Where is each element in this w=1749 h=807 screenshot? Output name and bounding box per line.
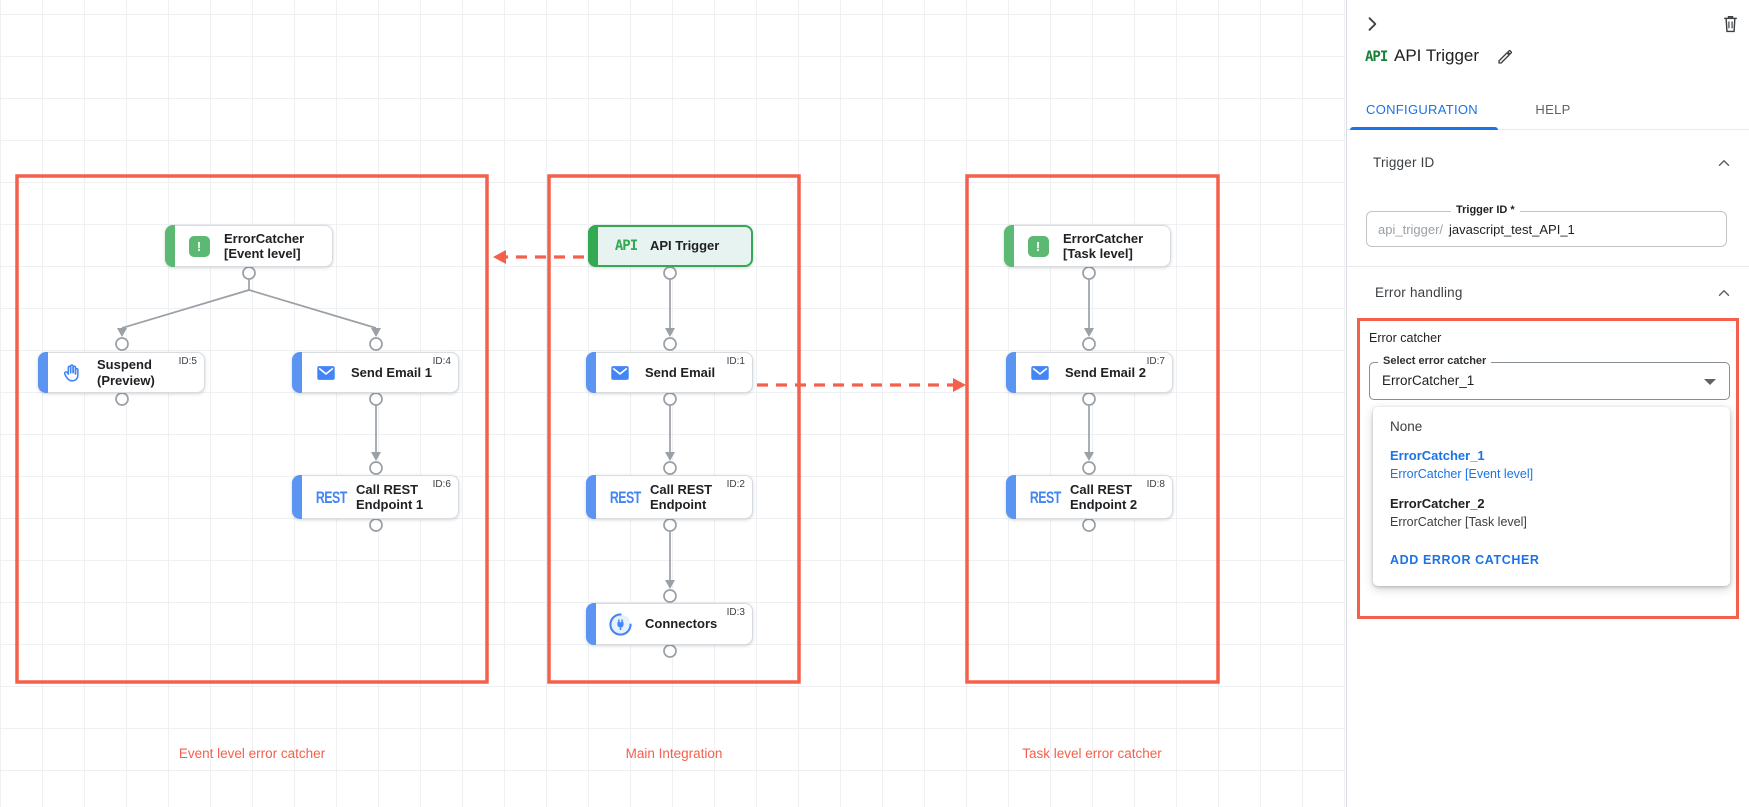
node-accent-bar [586, 603, 596, 645]
mail-icon [1028, 361, 1052, 385]
trigger-id-value: javascript_test_API_1 [1449, 221, 1575, 237]
config-panel: API API Trigger CONFIGURATION HELP Trigg… [1346, 0, 1749, 807]
task-id-badge: ID:4 [432, 356, 451, 367]
node-label: Connectors [645, 616, 718, 632]
task-id-badge: ID:8 [1146, 479, 1165, 490]
region-label-task-level: Task level error catcher [1022, 746, 1162, 761]
menu-item-errorcatcher-2-subtitle[interactable]: ErrorCatcher [Task level] [1390, 515, 1527, 529]
node-send-email-1[interactable]: Send Email 1 ID:4 [292, 352, 459, 393]
node-accent-bar [292, 352, 302, 393]
task-id-badge: ID:1 [726, 356, 745, 367]
trigger-id-field[interactable]: Trigger ID * api_trigger/ javascript_tes… [1366, 204, 1727, 247]
task-id-badge: ID:3 [726, 607, 745, 618]
node-accent-bar [586, 352, 596, 393]
integration-canvas[interactable]: ! ErrorCatcher[Event level] Suspend(Prev… [0, 0, 1346, 807]
node-accent-bar [1006, 352, 1016, 393]
tab-configuration[interactable]: CONFIGURATION [1366, 102, 1478, 117]
node-label: Suspend(Preview) [97, 357, 155, 388]
node-label: Send Email [645, 364, 716, 380]
section-header-error-handling: Error handling [1375, 285, 1463, 300]
node-label: API Trigger [650, 238, 720, 254]
mail-icon [608, 361, 632, 385]
api-trigger-badge-icon: API [1365, 49, 1388, 65]
panel-tabs: CONFIGURATION HELP [1347, 95, 1749, 130]
region-label-main-integration: Main Integration [625, 746, 723, 761]
node-suspend[interactable]: Suspend(Preview) ID:5 [38, 352, 205, 393]
edit-pencil-icon[interactable] [1496, 48, 1516, 68]
menu-item-errorcatcher-1-title[interactable]: ErrorCatcher_1 [1390, 448, 1485, 463]
menu-item-errorcatcher-1-subtitle[interactable]: ErrorCatcher [Event level] [1390, 467, 1534, 481]
node-label: ErrorCatcher[Task level] [1063, 230, 1144, 261]
node-send-email[interactable]: Send Email ID:1 [586, 352, 753, 393]
section-divider [1347, 266, 1749, 267]
collapse-section-chevron-up-icon[interactable] [1715, 154, 1733, 172]
node-label: ErrorCatcher[Event level] [224, 230, 305, 261]
rest-icon: REST [315, 487, 347, 507]
menu-item-errorcatcher-2-title[interactable]: ErrorCatcher_2 [1390, 496, 1485, 511]
add-error-catcher-button[interactable]: ADD ERROR CATCHER [1390, 553, 1540, 567]
hand-icon [60, 361, 84, 385]
node-accent-bar [165, 225, 175, 267]
task-group-arrowheads [1084, 328, 1094, 461]
node-accent-bar [292, 475, 302, 519]
node-accent-bar [38, 352, 48, 393]
region-label-event-level: Event level error catcher [178, 746, 326, 761]
mail-icon [314, 361, 338, 385]
node-label: Send Email 2 [1065, 364, 1146, 380]
tab-help[interactable]: HELP [1535, 102, 1571, 117]
node-label: Send Email 1 [351, 364, 432, 380]
panel-title: API Trigger [1394, 46, 1480, 65]
select-value: ErrorCatcher_1 [1382, 373, 1475, 388]
canvas-overlay [15, 174, 1220, 684]
dropdown-arrow-icon [1704, 379, 1716, 385]
task-id-badge: ID:6 [432, 479, 451, 490]
active-tab-underline [1350, 127, 1498, 130]
delete-trash-icon[interactable] [1721, 13, 1741, 33]
collapse-section-chevron-up-icon[interactable] [1715, 284, 1733, 302]
connector-ports[interactable] [115, 266, 1096, 658]
error-catcher-select[interactable]: Select error catcher ErrorCatcher_1 [1369, 355, 1730, 400]
menu-item-none[interactable]: None [1390, 419, 1423, 434]
task-id-badge: ID:7 [1146, 356, 1165, 367]
task-id-badge: ID:2 [726, 479, 745, 490]
rest-icon: REST [1029, 487, 1061, 507]
section-header-trigger-id: Trigger ID [1373, 155, 1435, 170]
rest-icon: REST [609, 487, 641, 507]
dashed-arrow-to-event-catcher [493, 250, 584, 264]
node-errorcatcher-event[interactable]: ! ErrorCatcher[Event level] [165, 225, 333, 267]
node-api-trigger[interactable]: API API Trigger [588, 225, 753, 267]
collapse-panel-icon[interactable] [1362, 14, 1382, 34]
node-accent-bar [588, 225, 598, 267]
error-catcher-group-label: Error catcher [1369, 331, 1442, 345]
api-trigger-icon: API [614, 238, 638, 254]
node-send-email-2[interactable]: Send Email 2 ID:7 [1006, 352, 1173, 393]
event-group-arrowheads [117, 328, 381, 461]
error-catcher-icon: ! [187, 234, 211, 258]
node-accent-bar [586, 475, 596, 519]
error-catcher-icon: ! [1026, 234, 1050, 258]
node-accent-bar [1004, 225, 1014, 267]
error-catcher-highlight-box: Error catcher Select error catcher Error… [1357, 318, 1739, 619]
dashed-arrow-to-task-catcher [757, 378, 966, 392]
trigger-id-field-label: Trigger ID * [1451, 204, 1520, 216]
node-connectors[interactable]: Connectors ID:3 [586, 603, 753, 645]
connectors-icon [608, 612, 632, 636]
trigger-id-prefix: api_trigger/ [1378, 221, 1444, 237]
node-errorcatcher-task[interactable]: ! ErrorCatcher[Task level] [1004, 225, 1171, 267]
task-id-badge: ID:5 [178, 356, 197, 367]
node-accent-bar [1006, 475, 1016, 519]
select-floating-label: Select error catcher [1378, 355, 1492, 367]
error-catcher-dropdown-menu: None ErrorCatcher_1 ErrorCatcher [Event … [1373, 407, 1730, 586]
